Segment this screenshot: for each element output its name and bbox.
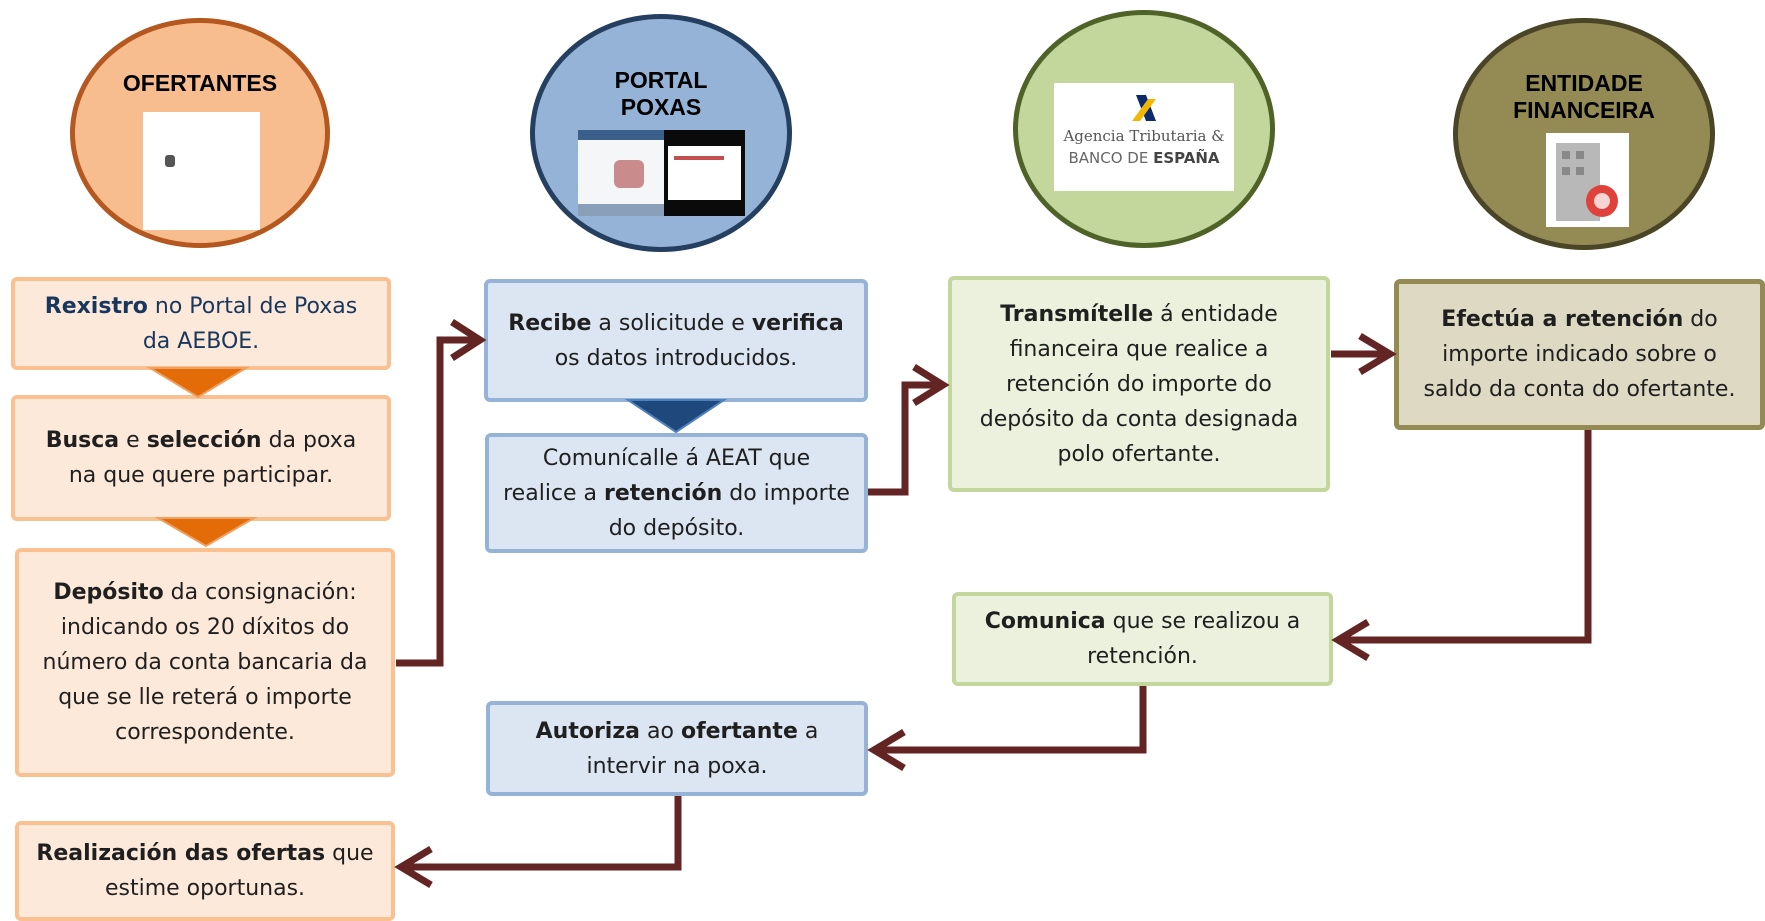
step-comunica: Comunica que se realizou a retención. xyxy=(952,592,1333,686)
connector-autoriza-realizacion xyxy=(403,796,682,871)
logo-line-banco: BANCO DE ESPAÑA xyxy=(1068,149,1220,167)
step-comunicalle: Comunícalle á AEAT que realice a retenci… xyxy=(485,433,868,553)
actor-entidade-financeira: ENTIDADE FINANCEIRA xyxy=(1453,18,1715,250)
agencia-banco-logo: Agencia Tributaria & BANCO DE ESPAÑA xyxy=(1054,83,1234,191)
step-rexistro: Rexistro no Portal de Poxas da AEBOE. xyxy=(11,277,391,370)
down-arrow-rexistro xyxy=(146,367,250,399)
aeat-emblem-icon xyxy=(1126,93,1162,123)
actor-ofertantes-title: OFERTANTES xyxy=(122,70,278,96)
down-arrow-recibe xyxy=(624,399,728,434)
step-transmitelle: Transmítelle á entidade financeira que r… xyxy=(948,276,1330,492)
connector-comunicalle-transmitelle xyxy=(868,381,940,496)
step-deposito: Depósito da consignación: indicando os 2… xyxy=(15,548,395,777)
arrowhead-efectua xyxy=(1358,332,1397,376)
arrowhead-autoriza xyxy=(867,728,906,772)
actor-entidade-title: ENTIDADE FINANCEIRA xyxy=(1513,70,1655,123)
actor-agencia-tributaria: Agencia Tributaria & BANCO DE ESPAÑA xyxy=(1013,10,1275,248)
person-icon xyxy=(165,155,175,167)
arrowhead-comunica xyxy=(1331,618,1370,662)
step-autoriza: Autoriza ao ofertante a intervir na poxa… xyxy=(486,701,868,796)
connector-comunica-autoriza xyxy=(876,686,1147,754)
portal-screenshot-image xyxy=(578,130,745,216)
connector-deposito-recibe xyxy=(396,336,476,667)
arrowhead-realizacion xyxy=(394,845,433,889)
arrowhead-transmitelle xyxy=(912,364,950,406)
arrowhead-recibe xyxy=(450,319,487,361)
actor-portal-title: PORTAL POXAS xyxy=(614,67,708,120)
connector-efectua-comunica xyxy=(1340,430,1592,644)
down-arrow-busca xyxy=(154,517,258,548)
logo-line-agencia: Agencia Tributaria & xyxy=(1063,127,1225,145)
step-efectua: Efectúa a retención do importe indicado … xyxy=(1394,279,1765,430)
ofertantes-image xyxy=(143,112,260,230)
bank-building-image xyxy=(1546,133,1629,227)
actor-ofertantes: OFERTANTES xyxy=(70,18,330,248)
actor-portal-poxas: PORTAL POXAS xyxy=(530,14,792,252)
